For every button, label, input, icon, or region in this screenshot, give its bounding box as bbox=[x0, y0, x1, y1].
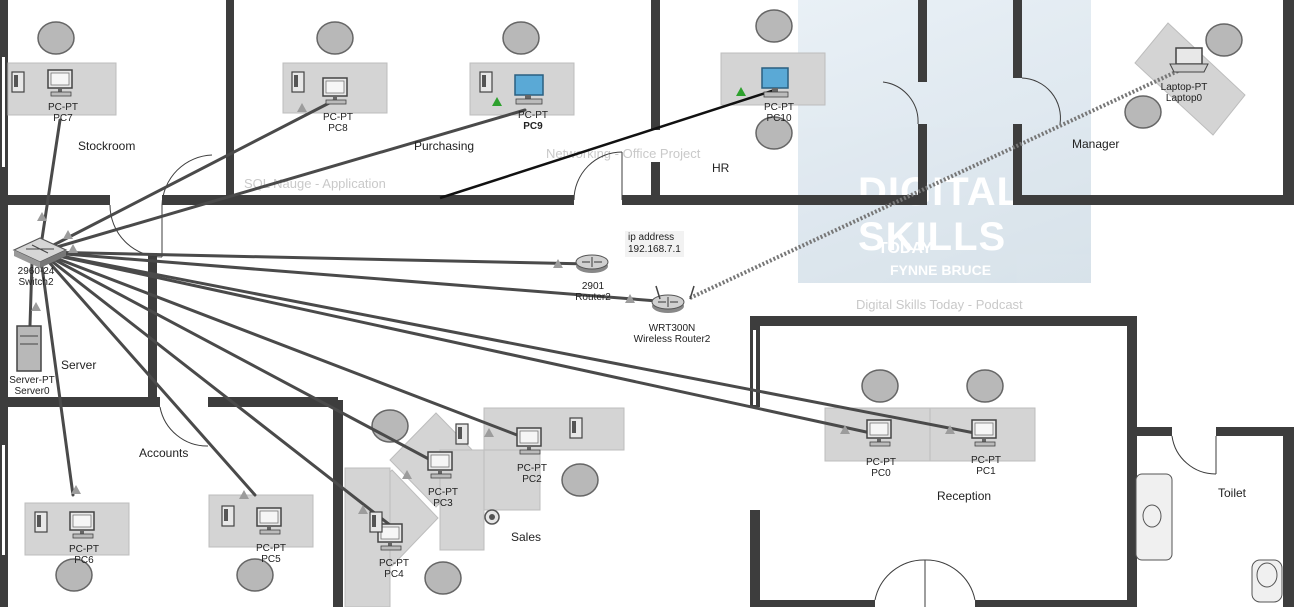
device-label-server0: Server-PTServer0 bbox=[9, 375, 55, 397]
device-label-pc0: PC-PTPC0 bbox=[866, 457, 896, 479]
device-label-pc9: PC-PTPC9 bbox=[518, 110, 548, 132]
pc3-icon[interactable] bbox=[428, 424, 468, 478]
ip-address-note[interactable]: ip address 192.168.7.1 bbox=[625, 231, 684, 257]
device-label-pc3: PC-PTPC3 bbox=[428, 487, 458, 509]
room-label-hr: HR bbox=[712, 161, 729, 175]
note-line-1: ip address bbox=[628, 232, 681, 244]
room-label-accounts: Accounts bbox=[139, 446, 188, 460]
device-label-router2: 2901Router2 bbox=[575, 281, 611, 303]
laptop0-icon[interactable] bbox=[1170, 48, 1208, 72]
device-label-pc10: PC-PTPC10 bbox=[764, 102, 794, 124]
pc7-icon[interactable] bbox=[12, 70, 72, 96]
pc9-icon[interactable] bbox=[480, 72, 543, 104]
device-label-laptop0: Laptop-PTLaptop0 bbox=[1161, 82, 1208, 104]
switch2-icon[interactable] bbox=[14, 238, 66, 268]
wireless-router2-icon[interactable] bbox=[652, 286, 694, 313]
room-label-manager: Manager bbox=[1072, 137, 1119, 151]
router2-icon[interactable] bbox=[576, 255, 608, 273]
room-label-stockroom: Stockroom bbox=[78, 139, 135, 153]
room-label-server: Server bbox=[61, 358, 96, 372]
room-label-sales: Sales bbox=[511, 530, 541, 544]
note-line-2: 192.168.7.1 bbox=[628, 244, 681, 256]
pc8-icon[interactable] bbox=[292, 72, 347, 104]
room-label-reception: Reception bbox=[937, 489, 991, 503]
device-label-pc7: PC-PTPC7 bbox=[48, 102, 78, 124]
pc10-icon[interactable] bbox=[762, 68, 788, 97]
device-label-switch2: 2960-24Switch2 bbox=[18, 266, 55, 288]
server0-icon[interactable] bbox=[17, 326, 41, 371]
pc6-icon[interactable] bbox=[35, 512, 94, 538]
pc0-icon[interactable] bbox=[867, 420, 891, 446]
device-label-pc1: PC-PTPC1 bbox=[971, 455, 1001, 477]
device-label-wireless-router2: WRT300NWireless Router2 bbox=[634, 323, 711, 345]
pc5-icon[interactable] bbox=[222, 506, 281, 534]
device-label-pc6: PC-PTPC6 bbox=[69, 544, 99, 566]
pc4-icon[interactable] bbox=[370, 512, 402, 550]
device-label-pc8: PC-PTPC8 bbox=[323, 112, 353, 134]
device-label-pc2: PC-PTPC2 bbox=[517, 463, 547, 485]
pc1-icon[interactable] bbox=[972, 420, 996, 446]
device-label-pc5: PC-PTPC5 bbox=[256, 543, 286, 565]
device-label-pc4: PC-PTPC4 bbox=[379, 558, 409, 580]
pc2-icon[interactable] bbox=[517, 418, 582, 454]
room-label-toilet: Toilet bbox=[1218, 486, 1246, 500]
room-label-purchasing: Purchasing bbox=[414, 139, 474, 153]
